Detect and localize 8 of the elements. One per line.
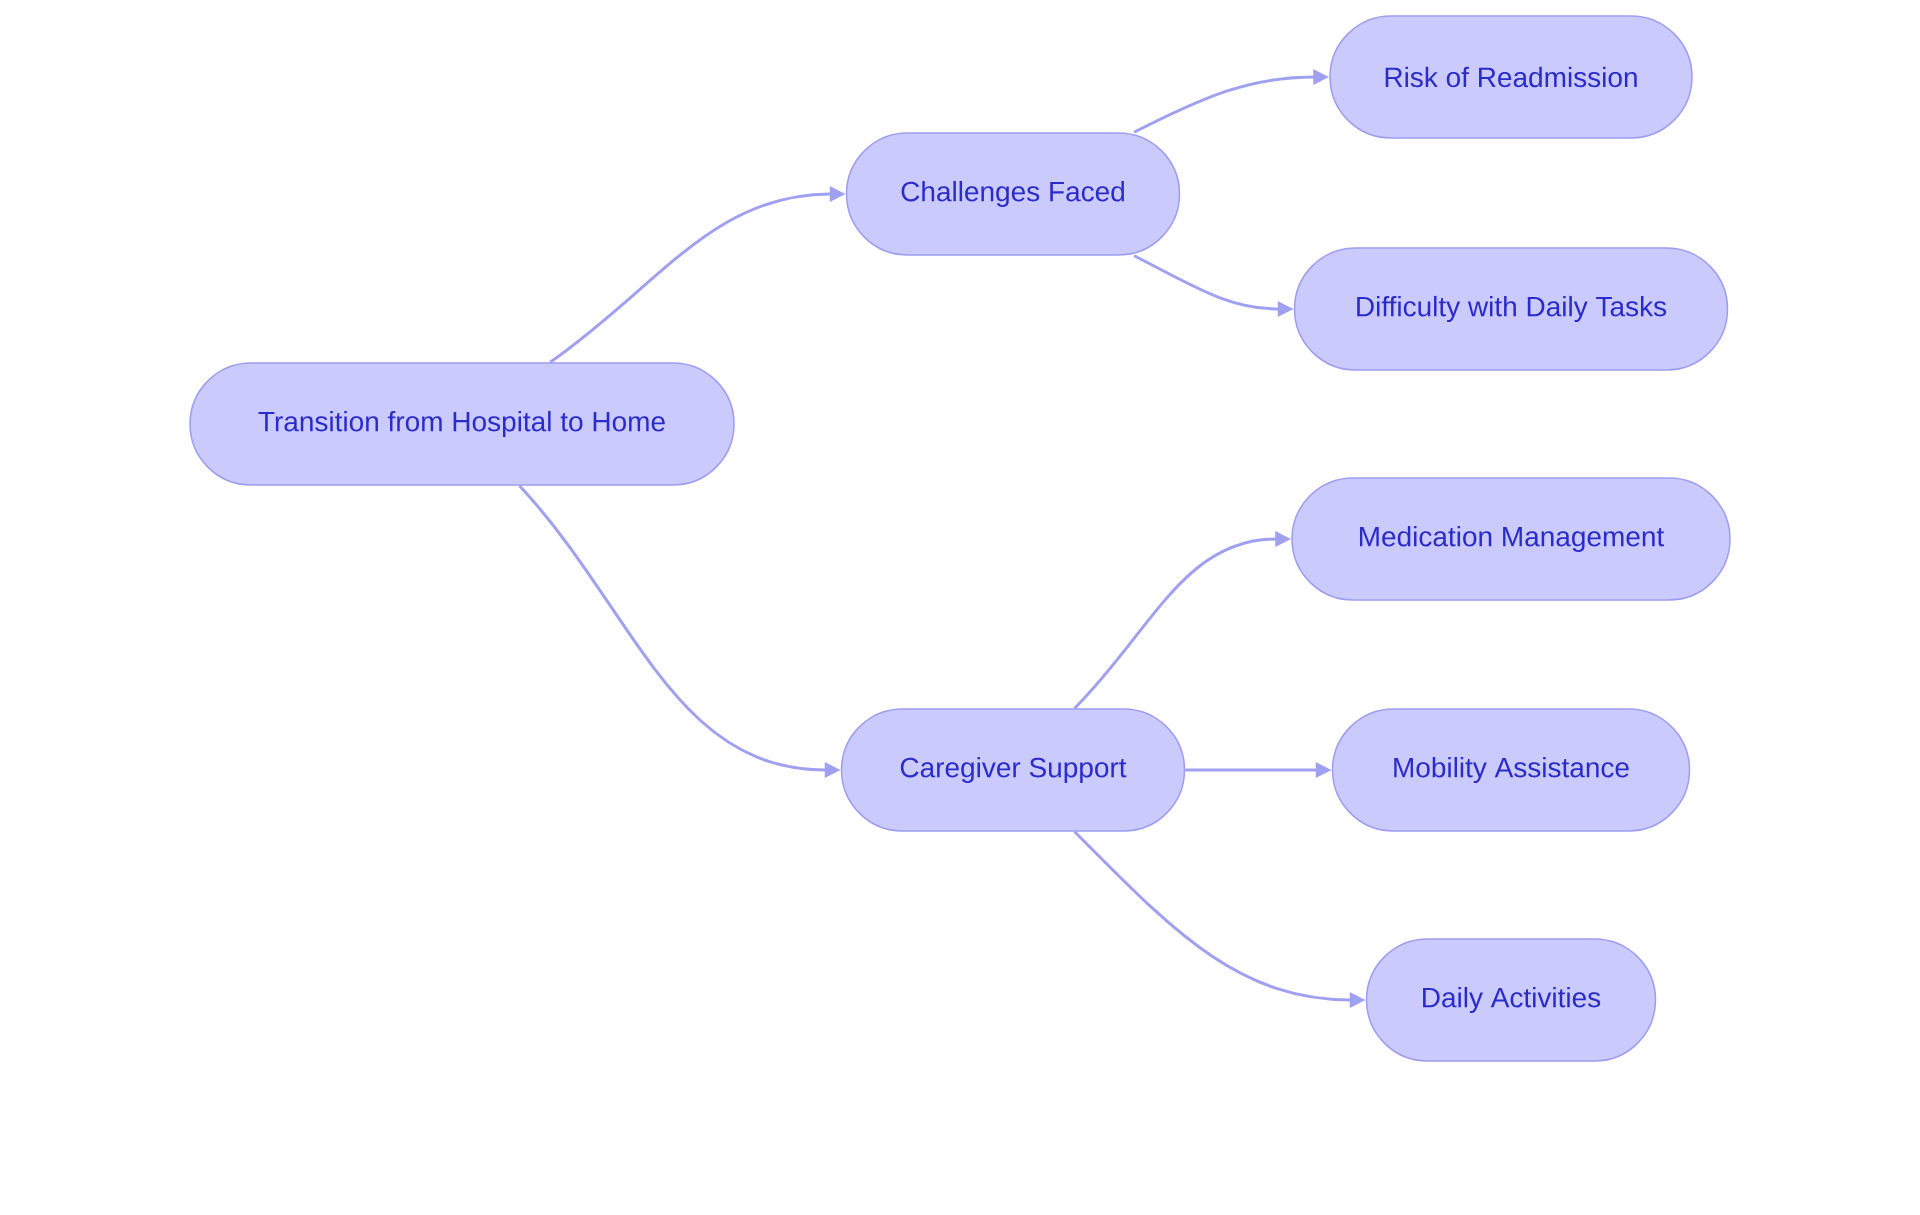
process-box: Medication Management [1291,477,1731,601]
process-box: Risk of Readmission [1329,15,1693,139]
process-box: Challenges Faced [845,132,1181,256]
process-box: Mobility Assistance [1331,708,1691,832]
process-box: Daily Activities [1365,938,1657,1062]
process-box: Difficulty with Daily Tasks [1293,247,1729,371]
process-box: Transition from Hospital to Home [189,362,735,486]
process-box: Caregiver Support [840,708,1186,832]
